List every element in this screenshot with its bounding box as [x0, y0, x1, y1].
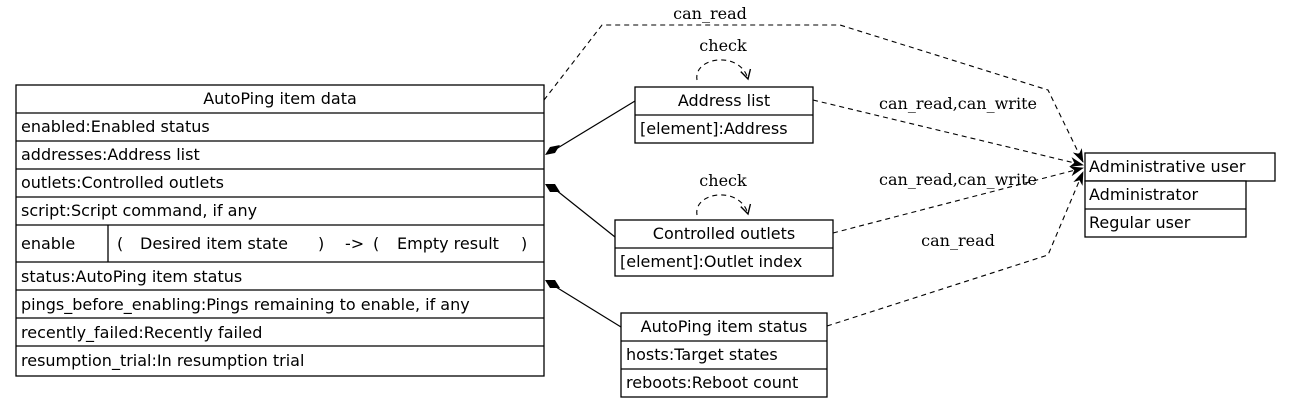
method-result: Empty result	[397, 234, 499, 253]
edge-label-outlets-rw: can_read,can_write	[879, 170, 1037, 189]
method-param: Desired item state	[140, 234, 288, 253]
edge-data-to-outlets	[555, 189, 616, 238]
edge-label-status-read: can_read	[921, 231, 995, 250]
class-autoping-item-status: AutoPing item status hosts:Target states…	[620, 312, 828, 398]
attribute-row: reboots:Reboot count	[626, 373, 798, 392]
method-name: enable	[21, 234, 75, 253]
class-administrative-user: Administrative user Administrator Regula…	[1084, 152, 1276, 238]
class-controlled-outlets: Controlled outlets [element]:Outlet inde…	[614, 219, 834, 277]
edge-label-check-address: check	[699, 36, 747, 55]
edge-label-address-rw: can_read,can_write	[879, 94, 1037, 113]
edge-data-to-status	[555, 286, 622, 328]
attribute-row: hosts:Target states	[626, 345, 778, 364]
method-open-paren: (	[117, 234, 123, 253]
attribute-row: addresses:Address list	[21, 145, 200, 164]
edge-check-address-loop	[696, 59, 752, 81]
class-address-list: Address list [element]:Address	[634, 86, 814, 144]
edge-status-to-admin	[826, 171, 1084, 327]
attribute-row: pings_before_enabling:Pings remaining to…	[21, 295, 470, 315]
edge-data-to-address-list	[555, 100, 636, 150]
class-title: AutoPing item data	[203, 89, 357, 108]
enum-value: Administrator	[1089, 185, 1198, 204]
edge-outlets-to-admin	[832, 166, 1084, 234]
enum-value: Regular user	[1089, 213, 1191, 232]
diamond-outlets	[545, 184, 560, 192]
class-title: AutoPing item status	[641, 317, 808, 336]
edge-label-check-outlets: check	[699, 171, 747, 190]
attribute-row: resumption_trial:In resumption trial	[21, 351, 304, 371]
method-arrow: ->	[345, 234, 364, 253]
class-title: Address list	[678, 91, 770, 110]
attribute-row: recently_failed:Recently failed	[21, 323, 262, 343]
diamond-addresses	[545, 145, 560, 155]
attribute-row: script:Script command, if any	[21, 201, 257, 220]
class-title: Administrative user	[1089, 157, 1246, 176]
method-close-paren: )	[318, 234, 324, 253]
class-title: Controlled outlets	[653, 224, 795, 243]
edge-label-can-read-top: can_read	[673, 4, 747, 23]
diamond-status	[545, 280, 560, 288]
edge-check-outlets-loop	[696, 194, 752, 216]
attribute-row: [element]:Outlet index	[620, 252, 802, 271]
attribute-row: enabled:Enabled status	[21, 117, 210, 136]
edge-address-to-admin	[812, 99, 1084, 167]
edge-data-to-admin	[543, 24, 1084, 163]
attribute-row: status:AutoPing item status	[21, 267, 242, 286]
method-open-paren-2: (	[373, 234, 379, 253]
class-autoping-item-data: AutoPing item data enabled:Enabled statu…	[15, 84, 545, 377]
attribute-row: outlets:Controlled outlets	[21, 173, 224, 192]
method-close-paren-2: )	[521, 234, 527, 253]
attribute-row: [element]:Address	[640, 119, 788, 138]
